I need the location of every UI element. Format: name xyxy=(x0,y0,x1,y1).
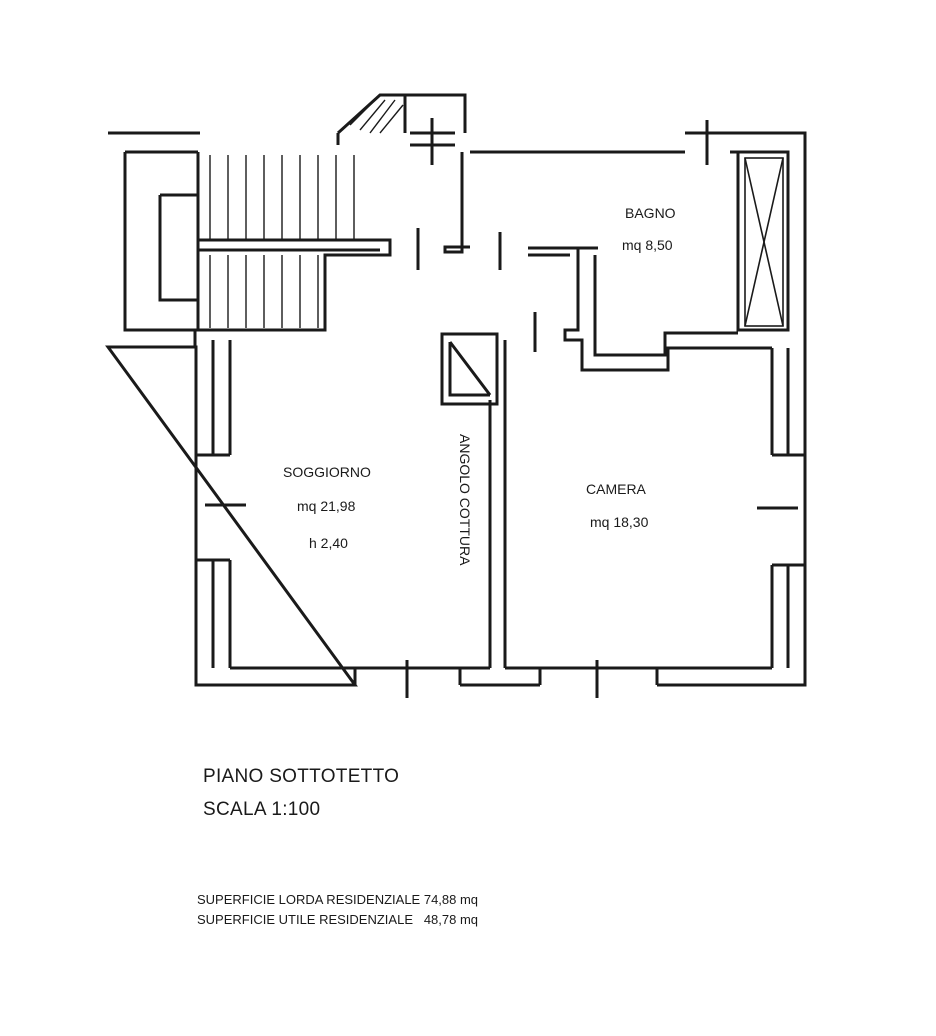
right-wall xyxy=(770,348,790,668)
floor-title: PIANO SOTTOTETTO xyxy=(203,766,400,787)
left-wall xyxy=(211,340,232,668)
stair-treads xyxy=(209,99,404,328)
bottom-windows xyxy=(353,660,659,698)
room-area-camera: mq 18,30 xyxy=(590,514,649,530)
top-door xyxy=(410,118,455,165)
walls xyxy=(105,93,807,698)
room-area-bagno: mq 8,50 xyxy=(622,237,673,253)
kitchen-box xyxy=(440,332,499,406)
room-name-bagno: BAGNO xyxy=(625,205,676,221)
room-area-soggiorno: mq 21,98 xyxy=(297,498,356,514)
shaft xyxy=(744,157,784,327)
room-name-angolo: ANGOLO COTTURA xyxy=(457,434,473,566)
right-window xyxy=(757,453,805,567)
corridor-stubs xyxy=(416,152,537,352)
scale-label: SCALA 1:100 xyxy=(203,799,321,820)
room-height-soggiorno: h 2,40 xyxy=(309,535,348,551)
bathroom-wall xyxy=(528,246,772,372)
kitchen-hood xyxy=(448,341,492,397)
left-window xyxy=(196,453,246,562)
partition-wall xyxy=(488,340,507,668)
gross-area: SUPERFICIE LORDA RESIDENZIALE 74,88 mq xyxy=(197,892,479,907)
room-name-soggiorno: SOGGIORNO xyxy=(283,464,371,480)
stair-landing xyxy=(336,93,467,145)
net-area: SUPERFICIE UTILE RESIDENZIALE 48,78 mq xyxy=(197,912,479,927)
inner-wall-path xyxy=(123,150,790,347)
room-name-camera: CAMERA xyxy=(586,481,647,497)
stair-outline xyxy=(158,152,392,332)
